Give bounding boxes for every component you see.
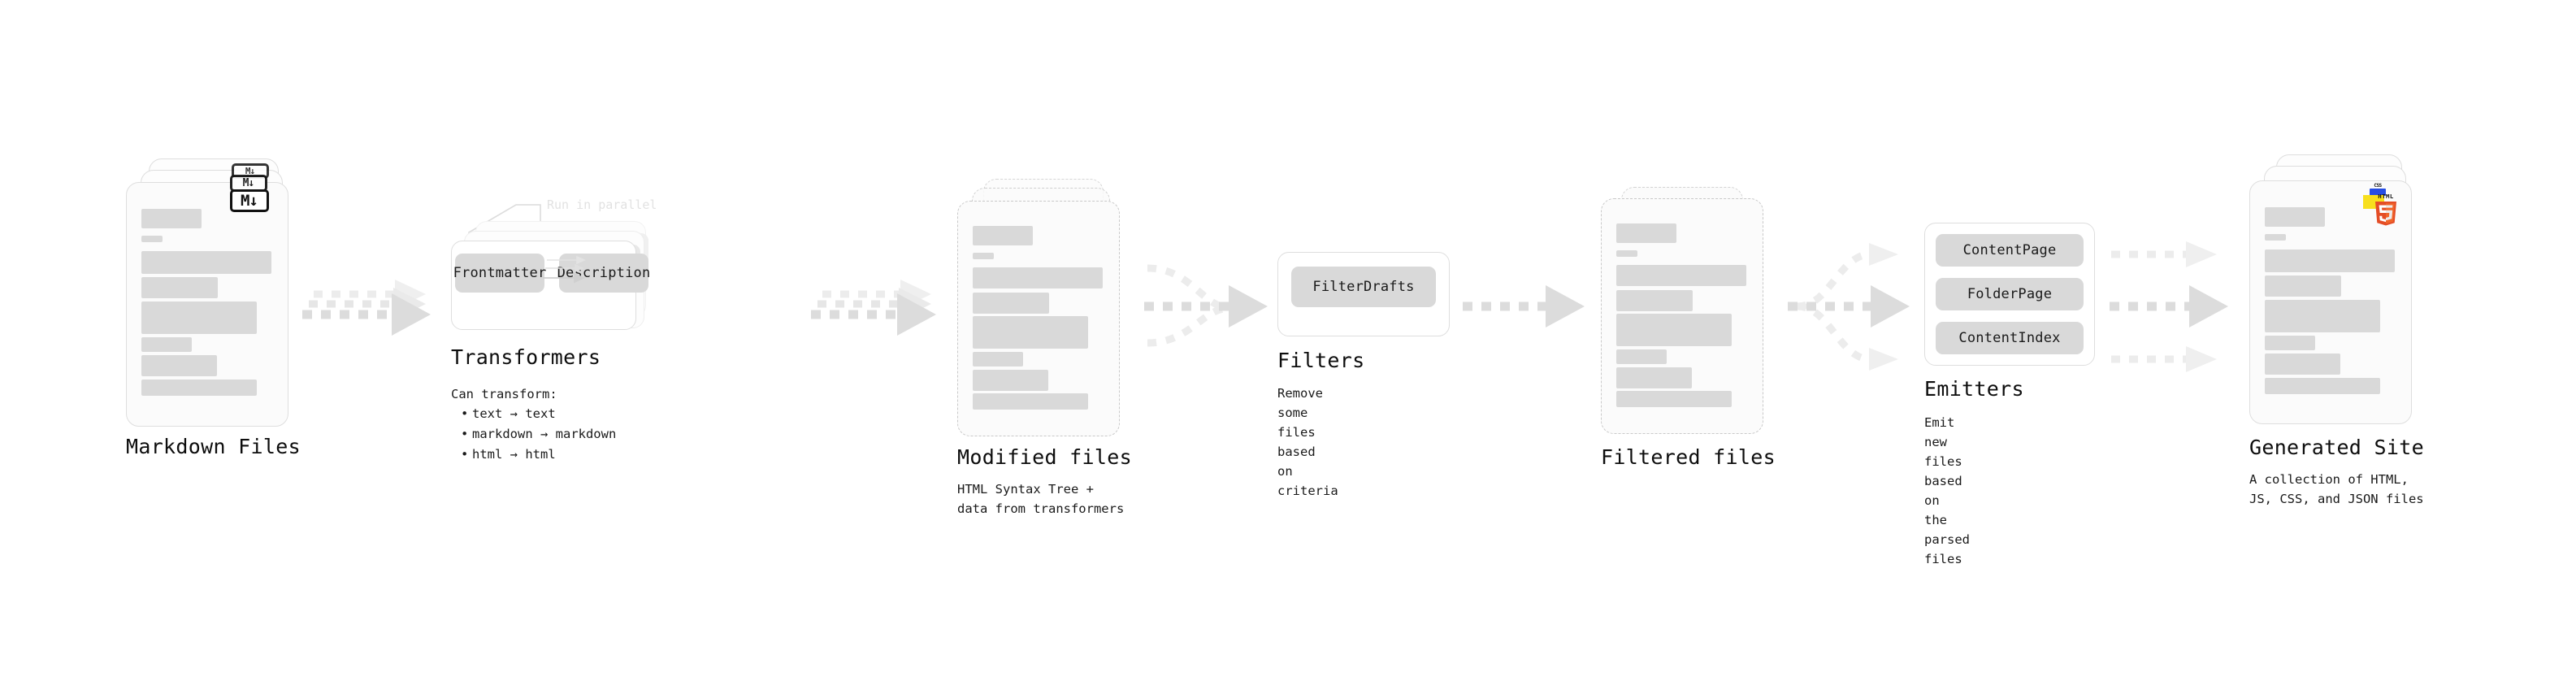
list-item: •markdown → markdown — [461, 426, 617, 441]
run-in-parallel-label: Run in parallel — [547, 197, 657, 212]
stage-transformers: Run in parallel Frontmatter Description — [451, 187, 662, 462]
transformer-box-stack: Frontmatter Description — [451, 187, 662, 330]
stage-modified-files: Modified files HTML Syntax Tree + data f… — [957, 179, 1132, 516]
stage-caption-modified-files: HTML Syntax Tree + data from transformer… — [957, 482, 1125, 517]
stage-title-filters: Filters — [1277, 349, 1365, 372]
connector-modified-to-filters — [1144, 264, 1268, 347]
connector-emitters-to-generated — [2110, 241, 2228, 372]
stage-caption-emitters: Emit new files based on the parsed files — [1924, 415, 1970, 567]
stage-markdown-files: M↓ M↓ M↓ Markdown Files — [126, 158, 301, 458]
stage-caption-transformers: Can transform: — [451, 387, 557, 401]
connector-filters-to-filtered — [1463, 285, 1585, 327]
emitter-pill-folderpage[interactable]: FolderPage — [1936, 278, 2084, 310]
list-item: •html → html — [461, 446, 556, 462]
stage-caption-generated-site: A collection of HTML, JS, CSS, and JSON … — [2249, 472, 2424, 507]
markdown-card-front — [126, 182, 288, 427]
markdown-file-stack: M↓ M↓ M↓ — [126, 158, 301, 427]
html5-icon: HTML — [2373, 192, 2399, 226]
filtered-file-stack — [1601, 187, 1776, 439]
emitter-pill-contentindex[interactable]: ContentIndex — [1936, 322, 2084, 354]
filters-pill-filterdrafts[interactable]: FilterDrafts — [1291, 267, 1436, 307]
modified-card-front — [957, 201, 1120, 436]
connector-filtered-to-emitters — [1788, 243, 1910, 371]
css-badge: CSS — [2370, 183, 2386, 196]
connector-transformers-to-modified — [811, 280, 936, 336]
connector-markdown-to-transformers — [302, 280, 431, 336]
stage-filtered-files: Filtered files — [1601, 187, 1776, 469]
list-item: •text → text — [461, 406, 556, 421]
generated-card-front — [2249, 180, 2412, 424]
stage-title-generated-site: Generated Site — [2249, 436, 2424, 459]
stage-title-filtered-files: Filtered files — [1601, 445, 1776, 469]
stage-title-emitters: Emitters — [1924, 377, 2024, 401]
svg-text:HTML: HTML — [2378, 193, 2394, 200]
stage-title-transformers: Transformers — [451, 345, 601, 369]
stage-title-modified-files: Modified files — [957, 445, 1132, 469]
transformer-bullet-list: •text → text •markdown → markdown •html … — [461, 404, 616, 464]
generated-site-stack: CSS HTML — [2249, 154, 2424, 431]
stage-caption-filters: Remove some files based on criteria — [1277, 386, 1338, 499]
transformer-pill-frontmatter[interactable]: Frontmatter — [453, 254, 546, 293]
modified-file-stack — [957, 179, 1132, 439]
stage-title-markdown-files: Markdown Files — [126, 435, 301, 458]
filtered-card-front — [1601, 198, 1763, 434]
transformer-pill-description[interactable]: Description — [557, 254, 650, 293]
emitter-pill-contentpage[interactable]: ContentPage — [1936, 234, 2084, 267]
stage-generated-site: CSS HTML Generated Site A collection of … — [2249, 154, 2424, 506]
markdown-badge: M↓ — [230, 189, 269, 212]
